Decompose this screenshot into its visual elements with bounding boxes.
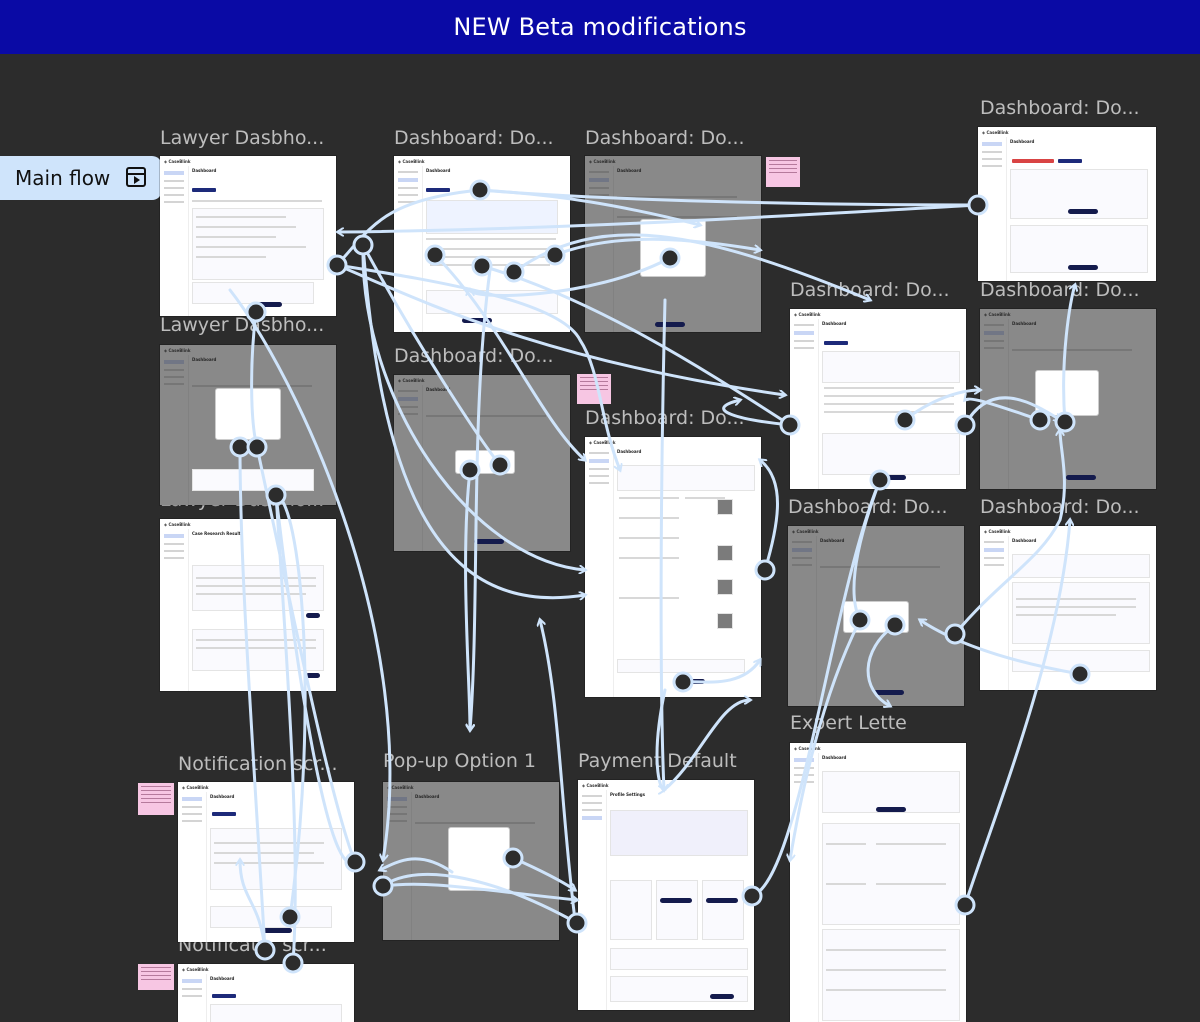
frame-notification-screen-2[interactable]: ◈ CaseBlink Dashboard — [178, 964, 354, 1022]
frame-label: Dashboard: Do... — [394, 127, 554, 149]
frame-dashboard-editor[interactable]: ◈ CaseBlink Dashboard — [980, 526, 1156, 690]
frame-expert-letter[interactable]: ◈ CaseBlink Dashboard — [790, 743, 966, 1022]
frame-label: Dashboard: Do... — [585, 127, 745, 149]
connector — [664, 700, 750, 790]
section-header: NEW Beta modifications — [0, 0, 1200, 54]
frame-label: Lawyer Dasbho... — [160, 127, 324, 149]
frame-dashboard-modal[interactable]: ◈ CaseBlink Dashboard — [585, 156, 761, 332]
play-prototype-icon — [126, 167, 146, 187]
frame-label: Dashboard: Do... — [980, 279, 1140, 301]
frame-lawyer-dashboard-modal[interactable]: ◈ CaseBlink Dashboard — [160, 345, 336, 505]
frame-label: Dashboard: Do... — [788, 496, 948, 518]
sticky-note — [577, 374, 611, 404]
frame-dashboard-uploading[interactable]: ◈ CaseBlink Dashboard — [394, 375, 570, 551]
frame-dashboard-notices[interactable]: ◈ CaseBlink Dashboard — [978, 127, 1156, 281]
frame-label: Expert Lette — [790, 712, 907, 734]
frame-label: Pop-up Option 1 — [383, 750, 536, 772]
main-flow-label: Main flow — [15, 166, 110, 190]
frame-label: Dashboard: Do... — [790, 279, 950, 301]
frame-lawyer-dashboard[interactable]: ◈ CaseBlink Dashboard — [160, 156, 336, 316]
frame-popup-option-1[interactable]: ◈ CaseBlink Dashboard — [383, 782, 559, 940]
sticky-note — [766, 157, 800, 187]
frame-dashboard-details[interactable]: ◈ CaseBlink Dashboard — [585, 437, 761, 697]
connection-node — [354, 236, 372, 254]
frame-dashboard-success[interactable]: ◈ CaseBlink Dashboard — [788, 526, 964, 706]
connector — [760, 460, 778, 570]
sticky-note — [138, 964, 174, 990]
frame-label: Dashboard: Do... — [394, 345, 554, 367]
frame-case-research-results[interactable]: ◈ CaseBlink Case Research Results — [160, 519, 336, 691]
frame-label: Dashboard: Do... — [980, 97, 1140, 119]
frame-label: Dashboard: Do... — [980, 496, 1140, 518]
frame-payment-default[interactable]: ◈ CaseBlink Profile Settings — [578, 780, 754, 1010]
frame-label: Dashboard: Do... — [585, 407, 745, 429]
frame-dashboard-extracted[interactable]: ◈ CaseBlink Dashboard — [790, 309, 966, 489]
frame-label: Notification scr... — [178, 753, 338, 775]
main-flow-button[interactable]: Main flow — [0, 156, 162, 200]
frame-notification-screen[interactable]: ◈ CaseBlink Dashboard — [178, 782, 354, 942]
connector — [657, 690, 665, 790]
sticky-note — [138, 783, 174, 815]
frame-dashboard-extracted-modal[interactable]: ◈ CaseBlink Dashboard — [980, 309, 1156, 489]
frame-dashboard-documents[interactable]: ◈ CaseBlink Dashboard — [394, 156, 570, 332]
frame-label: Payment Default — [578, 750, 737, 772]
frame-label: Lawyer Dasbho... — [160, 314, 324, 336]
